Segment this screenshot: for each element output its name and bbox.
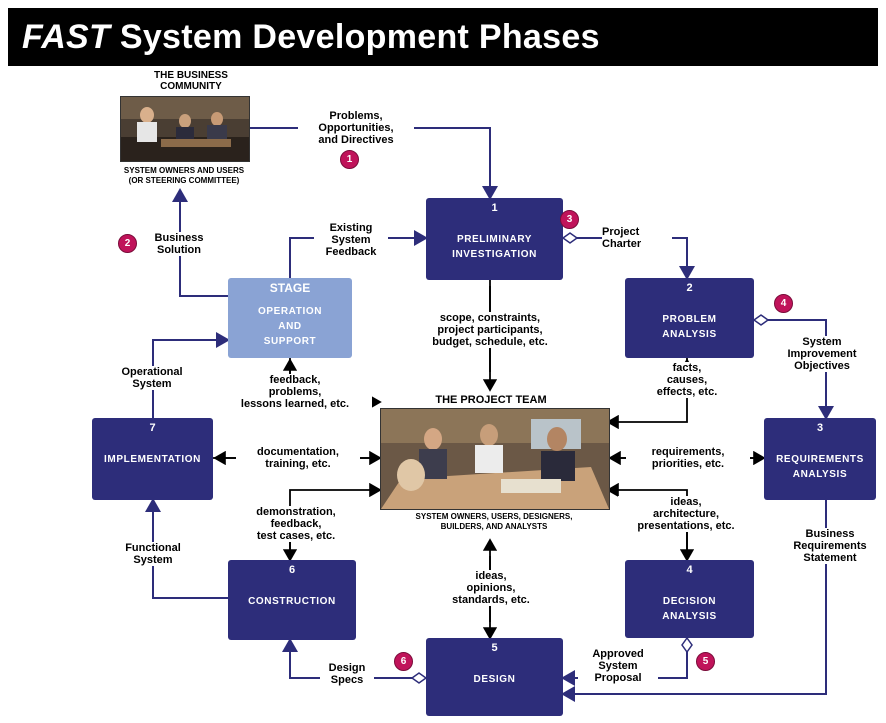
label-documentation-training: documentation, training, etc. [236, 446, 360, 470]
badge-6: 6 [394, 652, 413, 671]
stage-label: STAGE [269, 281, 311, 295]
phase-requirements-analysis[interactable]: 3 REQUIREMENTS ANALYSIS [764, 418, 876, 500]
project-team-heading: THE PROJECT TEAM [406, 394, 576, 406]
badge-2: 2 [118, 234, 137, 253]
label-system-improvement-objectives: System Improvement Objectives [772, 336, 872, 372]
stage-name: OPERATION AND SUPPORT [257, 306, 323, 347]
label-feedback-lessons: feedback, problems, lessons learned, etc… [218, 374, 372, 410]
phase-name: PROBLEM ANALYSIS [662, 314, 717, 340]
phase-number: 5 [491, 642, 498, 654]
label-functional-system: Functional System [106, 542, 200, 566]
badge-5: 5 [696, 652, 715, 671]
project-team-photo [380, 408, 610, 510]
phase-name: CONSTRUCTION [248, 596, 336, 607]
phase-name: REQUIREMENTS ANALYSIS [776, 454, 864, 480]
page-title: FAST System Development Phases [22, 18, 600, 57]
phase-number: 4 [686, 564, 693, 576]
phase-name: IMPLEMENTATION [104, 454, 201, 465]
badge-4: 4 [774, 294, 793, 313]
phase-problem-analysis[interactable]: 2 PROBLEM ANALYSIS [625, 278, 754, 358]
label-demonstration-feedback: demonstration, feedback, test cases, etc… [234, 506, 358, 542]
phase-construction[interactable]: 6 CONSTRUCTION [228, 560, 356, 640]
label-business-requirements-statement: Business Requirements Statement [780, 528, 880, 564]
label-project-charter: Project Charter [602, 226, 672, 250]
label-problems-opportunities: Problems, Opportunities, and Directives [298, 110, 414, 146]
phase-name: DESIGN [473, 674, 516, 685]
phase-number: 6 [288, 564, 296, 576]
label-design-specs: Design Specs [320, 662, 374, 686]
title-rest: System Development Phases [119, 18, 600, 56]
label-requirements-priorities: requirements, priorities, etc. [626, 446, 750, 470]
label-existing-system-feedback: Existing System Feedback [314, 222, 388, 258]
label-facts-causes: facts, causes, effects, etc. [638, 362, 736, 398]
phase-decision-analysis[interactable]: 4 DECISION ANALYSIS [625, 560, 754, 638]
phase-preliminary-investigation[interactable]: 1 PRELIMINARY INVESTIGATION [426, 198, 563, 280]
label-ideas-opinions: ideas, opinions, standards, etc. [428, 570, 554, 606]
phase-design[interactable]: 5 DESIGN [426, 638, 563, 716]
badge-3: 3 [560, 210, 579, 229]
title-prefix: FAST [22, 18, 111, 56]
phase-number: 2 [686, 282, 693, 294]
label-ideas-architecture: ideas, architecture, presentations, etc. [618, 496, 754, 532]
phase-number: 3 [816, 422, 824, 434]
business-community-heading: THE BUSINESS COMMUNITY [126, 70, 256, 92]
diagram-area: THE BUSINESS COMMUNITY SYSTEM OWNERS AND… [8, 66, 880, 718]
label-scope-constraints: scope, constraints, project participants… [398, 312, 582, 348]
business-meeting-photo [120, 96, 250, 162]
phase-name: DECISION ANALYSIS [662, 596, 717, 622]
label-approved-system-proposal: Approved System Proposal [578, 648, 658, 684]
stage-operation-and-support[interactable]: STAGE OPERATION AND SUPPORT [228, 278, 352, 358]
label-business-solution: Business Solution [144, 232, 214, 256]
badge-1: 1 [340, 150, 359, 169]
phase-number: 7 [149, 422, 156, 434]
title-bar: FAST System Development Phases [8, 8, 878, 66]
label-operational-system: Operational System [104, 366, 200, 390]
phase-name: PRELIMINARY INVESTIGATION [452, 234, 537, 260]
business-community-caption: SYSTEM OWNERS AND USERS (OR STEERING COM… [104, 166, 264, 186]
phase-number: 1 [491, 202, 498, 214]
project-team-caption: SYSTEM OWNERS, USERS, DESIGNERS, BUILDER… [378, 512, 610, 532]
phase-implementation[interactable]: 7 IMPLEMENTATION [92, 418, 213, 500]
